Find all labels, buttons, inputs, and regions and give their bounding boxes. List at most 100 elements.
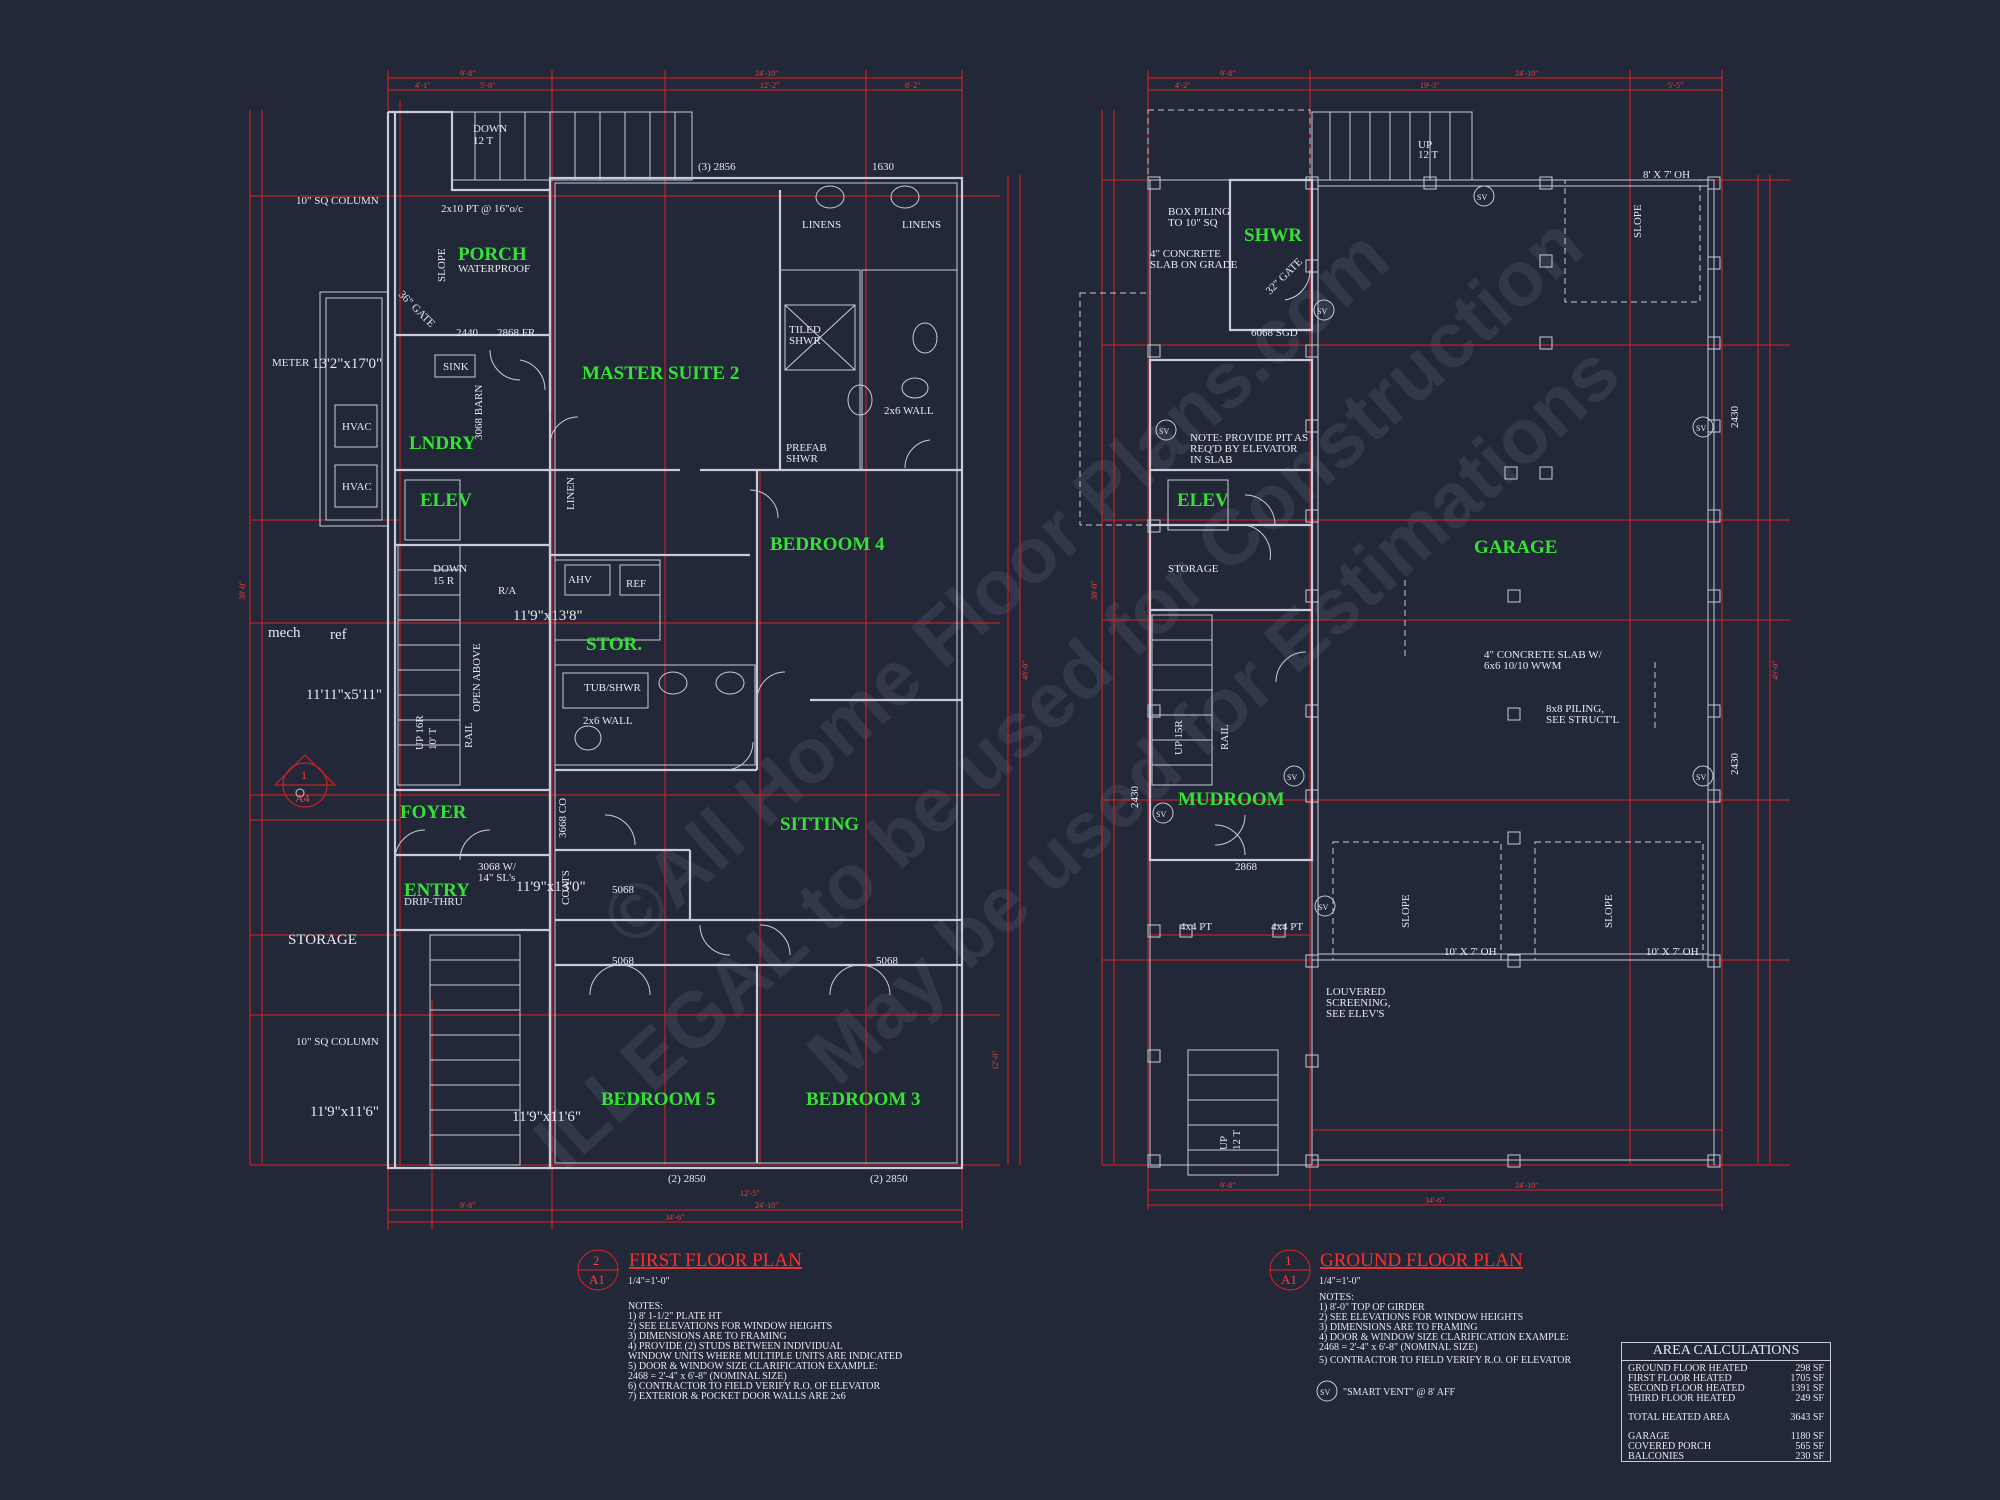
first-floor-bubble-sheet: A1	[589, 1272, 605, 1287]
area-row-value: 298 SF	[1795, 1363, 1824, 1374]
gdim-side-2: 49'-0"	[1771, 661, 1780, 680]
area-row-value: 1180 SF	[1790, 1431, 1824, 1442]
g-label-2430-c: 2430	[1129, 786, 1141, 809]
ground-floor-bubble-sheet: A1	[1281, 1272, 1297, 1287]
g-label-storage: STORAGE	[1168, 563, 1219, 575]
room-elev: ELEV	[420, 490, 472, 511]
ground-floor-notes: NOTES: 1) 8'-0" TOP OF GIRDER 2) SEE ELE…	[1316, 1292, 1571, 1402]
label-2x6-wall: 2x6 WALL	[884, 405, 934, 417]
g-label-concrete-2: 6x6 10/10 WWM	[1484, 660, 1562, 672]
room-bedroom-5: BEDROOM 5	[601, 1089, 716, 1110]
label-5068-a: 5068	[612, 884, 635, 896]
dim-side-1: 38'-0"	[238, 581, 247, 600]
label-2x10-pt: 2x10 PT @ 16"o/c	[441, 203, 523, 215]
g-label-oh-8x7: 8' X 7' OH	[1643, 169, 1690, 181]
label-sq-column: 10" SQ COLUMN	[296, 195, 379, 207]
area-row: GROUND FLOOR HEATED 298 SF	[1628, 1364, 1824, 1374]
label-tiled-shwr: SHWR	[789, 335, 821, 347]
gf-note-5: 2468 = 2'-4" x 6'-8" (NOMINAL SIZE)	[1319, 1342, 1478, 1353]
g-label-up-2: UP	[1218, 1136, 1230, 1150]
area-row-label: SECOND FLOOR HEATED	[1628, 1383, 1745, 1394]
gdim-top-1: 9'-8"	[1220, 69, 1235, 78]
area-row-label: BALCONIES	[1628, 1451, 1685, 1462]
label-2868-fr: 2868 FR	[497, 327, 536, 339]
first-floor-title-block: 2 A1 FIRST FLOOR PLAN 1/4"=1'-0"	[577, 1249, 802, 1291]
g-label-screening: SCREENING,	[1326, 997, 1391, 1009]
label-3068-w: 3068 W/	[478, 861, 517, 873]
dim-bot-4: 12'-5"	[740, 1189, 759, 1198]
g-label-slope-2: SLOPE	[1603, 894, 1615, 928]
sv-6: SV	[1696, 773, 1706, 782]
g-label-piling-1: 8x8 PILING,	[1546, 703, 1604, 715]
label-3-2856: (3) 2856	[698, 161, 736, 173]
ground-floor-door-swings	[1214, 269, 1311, 856]
label-meter-dim: 13'2"x17'0"	[312, 356, 382, 372]
dim-bot-3: 34'-6"	[665, 1213, 684, 1222]
room-stor: STOR.	[586, 634, 642, 655]
g-label-slope-1: SLOPE	[1400, 894, 1412, 928]
label-down-risers: 12 T	[473, 135, 494, 147]
label-stor-dim: 11'9"x13'8"	[513, 608, 583, 624]
first-floor-scale: 1/4"=1'-0"	[628, 1276, 670, 1287]
label-coats: COATS	[560, 870, 572, 905]
room-garage: GARAGE	[1474, 537, 1557, 558]
label-ahv: AHV	[568, 574, 592, 586]
room-lndry: LNDRY	[409, 433, 476, 454]
label-5068-c: 5068	[876, 955, 899, 967]
first-floor-plan: 9'-8" 24'-10" 4'-1" 5'-8" 12'-2" 8'-2" 9…	[238, 69, 1030, 1402]
gdim-bot-2: 24'-10"	[1515, 1181, 1538, 1190]
gf-note-4: 4) DOOR & WINDOW SIZE CLARIFICATION EXAM…	[1319, 1332, 1569, 1343]
section-marker-num: 1	[301, 768, 307, 782]
gf-note-6: 5) CONTRACTOR TO FIELD VERIFY R.O. OF EL…	[1319, 1355, 1571, 1366]
sv-1: SV	[1477, 193, 1487, 202]
label-slope: SLOPE	[436, 248, 448, 282]
room-sitting: SITTING	[780, 814, 859, 835]
gdim-top-4: 19'-3"	[1420, 81, 1439, 90]
label-down-2: DOWN	[433, 563, 467, 575]
smart-vents: SV SV SV SV SV SV SV SV	[1152, 185, 1714, 917]
dim-bot-2: 24'-10"	[755, 1201, 778, 1210]
g-label-2430-b: 2430	[1729, 753, 1741, 776]
watermark-line-2: ILLEGAL to be used for Construction	[517, 199, 1599, 1185]
label-up-16r-t: 10' T	[427, 727, 439, 750]
room-bedroom-4: BEDROOM 4	[770, 534, 885, 555]
g-label-pit-3: IN SLAB	[1190, 454, 1232, 466]
label-down-15r: 15 R	[433, 575, 455, 587]
area-row-value: 565 SF	[1795, 1441, 1824, 1452]
gf-note-1: 1) 8'-0" TOP OF GIRDER	[1319, 1302, 1425, 1313]
first-floor-stairs	[397, 111, 693, 1166]
label-ref-2: ref	[330, 627, 347, 643]
ground-floor-bubble-num: 1	[1285, 1253, 1292, 1268]
dim-top-4: 5'-8"	[480, 81, 495, 90]
first-floor-door-swings	[394, 349, 931, 996]
dim-top-2: 24'-10"	[755, 69, 778, 78]
label-tub-shwr: TUB/SHWR	[584, 682, 642, 694]
sv-5: SV	[1287, 773, 1297, 782]
label-down: DOWN	[473, 123, 507, 135]
area-calculations-table: AREA CALCULATIONS GROUND FLOOR HEATED 298…	[1621, 1342, 1831, 1462]
label-linen: LINEN	[565, 477, 577, 510]
first-floor-notes: NOTES: 1) 8' 1-1/2" PLATE HT 2) SEE ELEV…	[628, 1301, 902, 1402]
section-marker-a4: 1 A4	[273, 754, 337, 808]
gdim-top-5: 5'-5"	[1668, 81, 1683, 90]
g-label-pit-2: REQ'D BY ELEVATOR	[1190, 443, 1298, 455]
label-sq-column-2: 10" SQ COLUMN	[296, 1036, 379, 1048]
room-shwr: SHWR	[1244, 225, 1302, 246]
g-label-up-2-t: 12 T	[1231, 1129, 1243, 1150]
ff-note-8: 6) CONTRACTOR TO FIELD VERIFY R.O. OF EL…	[628, 1381, 880, 1392]
area-row: GARAGE 1180 SF	[1628, 1432, 1824, 1442]
first-floor-bubble-num: 2	[593, 1253, 600, 1268]
dim-top-5: 12'-2"	[760, 81, 779, 90]
room-master-suite-2: MASTER SUITE 2	[582, 363, 739, 384]
area-calculations-title: AREA CALCULATIONS	[1622, 1343, 1830, 1361]
dim-bot-1: 9'-8"	[460, 1201, 475, 1210]
g-label-4x4-pt-1: 4x4 PT	[1180, 921, 1212, 933]
dim-top-6: 8'-2"	[905, 81, 920, 90]
dim-side-2: 49'-0"	[1021, 661, 1030, 680]
area-row-label: GROUND FLOOR HEATED	[1628, 1363, 1748, 1374]
label-dim-11-9: 11'9"x11'6"	[310, 1104, 379, 1120]
area-row-label: GARAGE	[1628, 1431, 1670, 1442]
